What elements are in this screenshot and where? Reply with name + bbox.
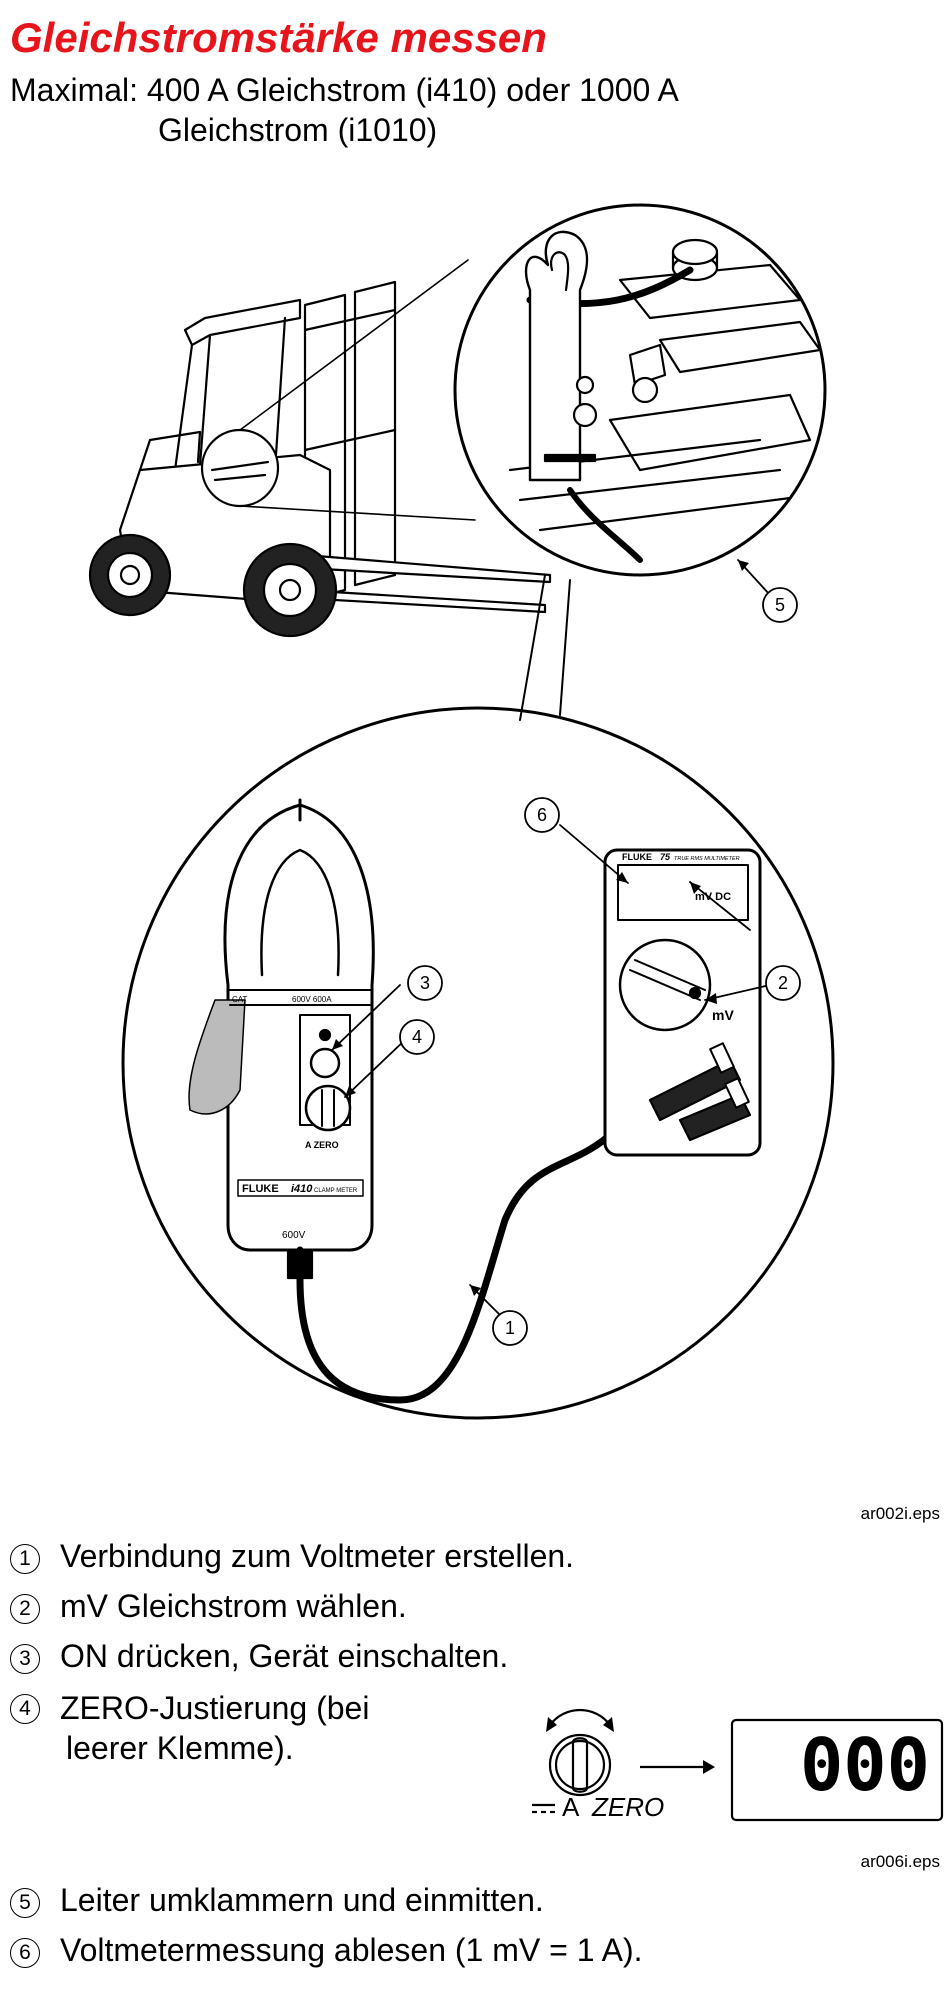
page-subtitle: Maximal: 400 A Gleichstrom (i410) oder 1… (10, 70, 679, 150)
step-4-number: 4 (10, 1694, 40, 1724)
callout-6 (524, 797, 560, 833)
zero-knob-label: A (562, 1792, 580, 1822)
meter-range-label: mV (712, 1007, 734, 1023)
step-3: 3 ON drücken, Gerät einschalten. (10, 1638, 508, 1675)
meter-subtitle: TRUE RMS MULTIMETER (674, 856, 740, 862)
step-3-number: 3 (10, 1644, 40, 1674)
multimeter (603, 848, 762, 1157)
callout-3 (407, 965, 443, 1001)
meter-brand: FLUKE (622, 852, 652, 862)
step-4-text: ZERO-Justierung (bei (60, 1690, 370, 1726)
forklift-drawing (88, 280, 552, 638)
clamp-model-suffix: CLAMP METER (314, 1188, 358, 1194)
figure2-file-label: ar006i.eps (860, 1852, 940, 1871)
zero-display-value: 000 (800, 1723, 930, 1807)
callout-1-label: 1 (505, 1318, 515, 1338)
battery-zoom-circle (453, 203, 827, 577)
callout-3-label: 3 (420, 973, 430, 993)
step-5: 5 Leiter umklammern und einmitten. (10, 1882, 544, 1919)
step-1: 1 Verbindung zum Voltmeter erstellen. (10, 1538, 574, 1575)
meter-model: 75 (660, 852, 671, 862)
step-6: 6 Voltmetermessung ablesen (1 mV = 1 A). (10, 1932, 643, 1969)
step-5-number: 5 (10, 1888, 40, 1918)
step-4-text-line-2: leerer Klemme). (66, 1730, 294, 1766)
page-title: Gleichstromstärke messen (10, 14, 547, 61)
main-illustration: 1 2 3 4 5 6 CAT 600V 600A A ZERO FLUKE i… (88, 203, 835, 1420)
step-6-number: 6 (10, 1938, 40, 1968)
clamp-ratings: 600V 600A (292, 995, 332, 1004)
clamp-voltage: 600V (282, 1230, 306, 1241)
step-1-number: 1 (10, 1544, 40, 1574)
clamp-model: i410 (291, 1183, 313, 1195)
callout-2 (765, 965, 801, 1001)
clamp-cat-label: CAT (232, 995, 248, 1004)
step-4: 4 ZERO-Justierung (bei leerer Klemme). (10, 1688, 369, 1768)
step-2-number: 2 (10, 1594, 40, 1624)
callout-5-label: 5 (775, 595, 785, 615)
clamp-zero-label: A ZERO (305, 1140, 339, 1150)
meter-display-text: mV DC (695, 891, 731, 903)
callout-2-label: 2 (778, 973, 788, 993)
figure1-file-label: ar002i.eps (860, 1504, 940, 1523)
step-5-text: Leiter umklammern und einmitten. (60, 1882, 544, 1918)
subtitle-line-2: Gleichstrom (i1010) (158, 112, 438, 148)
step-2: 2 mV Gleichstrom wählen. (10, 1588, 407, 1625)
step-6-text: Voltmetermessung ablesen (1 mV = 1 A). (60, 1932, 643, 1968)
callout-6-label: 6 (537, 805, 547, 825)
zero-knob-zero-label: ZERO (591, 1792, 664, 1822)
step-1-text: Verbindung zum Voltmeter erstellen. (60, 1538, 575, 1574)
clamp-meter (188, 798, 664, 1404)
clamp-brand: FLUKE (242, 1183, 279, 1195)
callout-4 (399, 1019, 435, 1055)
step-2-text: mV Gleichstrom wählen. (60, 1588, 407, 1624)
zero-adjust-figure: A ZERO 000 (532, 1709, 944, 1822)
callout-4-label: 4 (412, 1027, 422, 1047)
callout-1 (492, 1310, 528, 1346)
callout-5 (762, 587, 798, 623)
step-3-text: ON drücken, Gerät einschalten. (60, 1638, 509, 1674)
subtitle-line-1: Maximal: 400 A Gleichstrom (i410) oder 1… (10, 72, 679, 108)
